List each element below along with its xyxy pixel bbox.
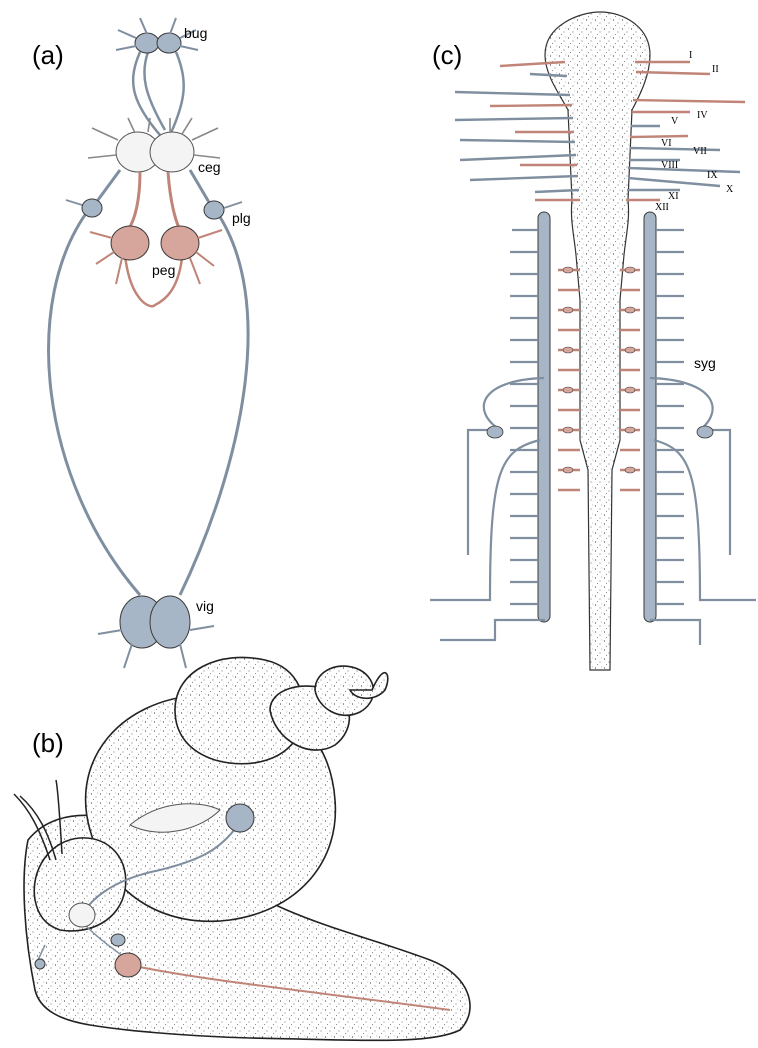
panel-a-letter: (a) — [32, 40, 64, 70]
nerve-VIII: VIII — [661, 160, 678, 171]
pleuro-visceral-connective — [49, 170, 249, 595]
brain-and-cord — [545, 12, 650, 670]
panel-c: (c) — [430, 12, 756, 670]
label-plg: plg — [232, 210, 251, 226]
label-syg: syg — [694, 355, 716, 371]
nerve-X: X — [726, 184, 734, 195]
label-peg: peg — [152, 262, 175, 278]
pleural-ganglion-b — [111, 934, 125, 946]
nerve-XII: XII — [655, 202, 669, 213]
nerve-V: V — [671, 116, 679, 127]
panel-b: (b) — [14, 657, 470, 1040]
pleural-ganglia — [66, 199, 242, 219]
pedal-ganglion-b — [115, 953, 141, 977]
buccal-ganglion-b — [35, 959, 45, 969]
nerve-IV: IV — [697, 110, 708, 121]
nerve-XI: XI — [668, 191, 679, 202]
panel-c-letter: (c) — [432, 40, 462, 70]
nerve-VII: VII — [693, 146, 707, 157]
nerve-I: I — [689, 50, 692, 61]
nerve-IX: IX — [707, 170, 718, 181]
nerve-VI: VI — [661, 138, 672, 149]
label-vig: vig — [196, 598, 214, 614]
label-ceg: ceg — [198, 159, 221, 175]
panel-a: (a) — [32, 18, 251, 668]
cerebral-ganglion-b — [69, 903, 95, 927]
panel-b-letter: (b) — [32, 728, 64, 758]
visceral-ganglion-b — [226, 804, 254, 832]
nerve-II: II — [712, 64, 719, 75]
label-bug: bug — [184, 25, 207, 41]
buccal-connective — [133, 52, 184, 135]
